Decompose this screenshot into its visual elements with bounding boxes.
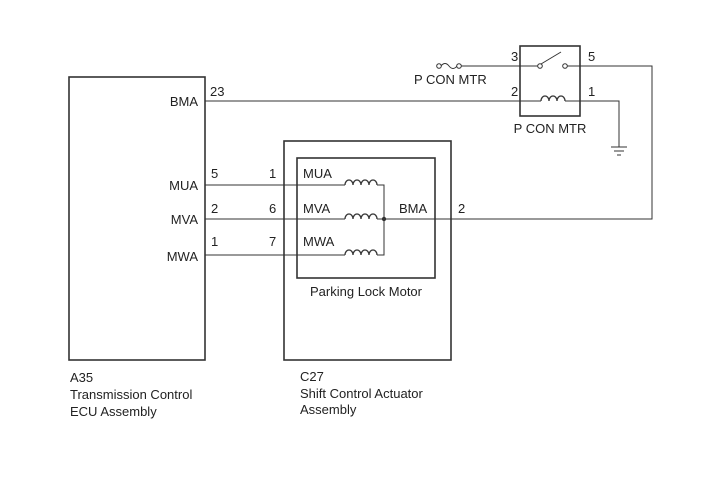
ecu-pin-mua-num: 5 (211, 166, 218, 181)
relay-label-bottom: P CON MTR (514, 121, 587, 136)
ecu-code: A35 (70, 370, 93, 385)
relay-contact-right (562, 63, 568, 69)
actuator-name-line1: Shift Control Actuator (300, 386, 424, 401)
actuator-box (283, 140, 452, 361)
wire-bma-common-to-relay (384, 65, 653, 220)
ecu-pin-mua-label: MUA (169, 178, 198, 193)
motor-label: Parking Lock Motor (310, 284, 423, 299)
actuator-bma-num: 2 (458, 201, 465, 216)
actuator-pin-mwa-num: 7 (269, 234, 276, 249)
ecu-pin-mwa-num: 1 (211, 234, 218, 249)
fuse-icon (440, 63, 458, 69)
coil-mua-label: MUA (303, 166, 332, 181)
relay-switch-arm (540, 51, 562, 65)
actuator-name-line2: Assembly (300, 402, 357, 417)
coil-mva-label: MVA (303, 201, 331, 216)
relay-pin-3: 3 (511, 49, 518, 64)
motor-box (296, 157, 436, 279)
fuse-terminal-left (436, 63, 442, 69)
ecu-name-line1: Transmission Control (70, 387, 192, 402)
ecu-pin-mva-num: 2 (211, 201, 218, 216)
ecu-name-line2: ECU Assembly (70, 404, 157, 419)
actuator-code: C27 (300, 369, 324, 384)
relay-coil-icon (540, 95, 566, 102)
relay-pin-1: 1 (588, 84, 595, 99)
coil-mwa-icon (344, 249, 378, 256)
wire-relay-to-ground (580, 100, 620, 147)
ground-icon (611, 146, 627, 156)
ecu-pin-bma-num: 23 (210, 84, 224, 99)
relay-label-left: P CON MTR (414, 72, 487, 87)
coil-mua-icon (344, 179, 378, 186)
relay-box (519, 45, 581, 117)
coil-mva-icon (344, 213, 378, 220)
ecu-pin-bma-label: BMA (170, 94, 199, 109)
actuator-pin-mua-num: 1 (269, 166, 276, 181)
ecu-pin-mva-label: MVA (171, 212, 199, 227)
relay-pin-5: 5 (588, 49, 595, 64)
ecu-pin-mwa-label: MWA (167, 249, 199, 264)
coil-mwa-label: MWA (303, 234, 335, 249)
actuator-bma-label: BMA (399, 201, 428, 216)
fuse-terminal-right (456, 63, 462, 69)
relay-contact-left (537, 63, 543, 69)
actuator-pin-mva-num: 6 (269, 201, 276, 216)
relay-pin-2: 2 (511, 84, 518, 99)
